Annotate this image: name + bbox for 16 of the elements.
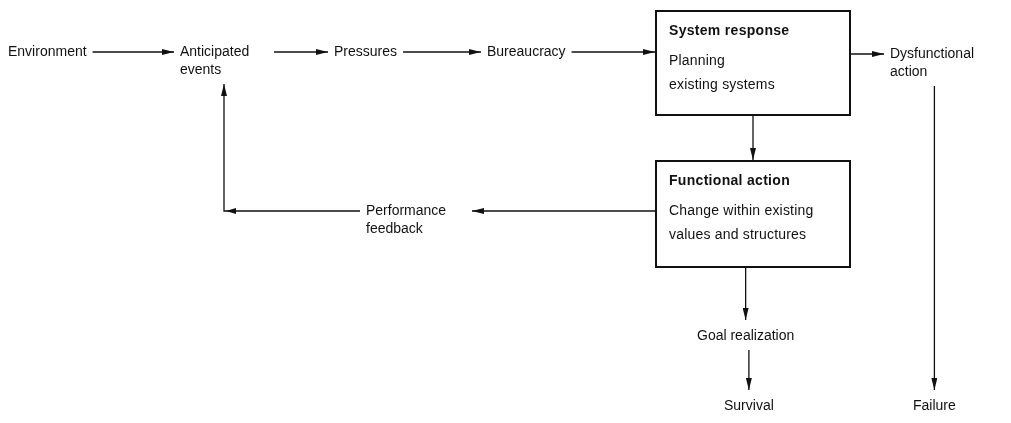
node-label: Anticipated events	[180, 42, 268, 78]
node-label: Dysfunctional action	[890, 44, 1008, 80]
node-label: Bureaucracy	[487, 42, 566, 60]
box-text: existing systems	[669, 75, 776, 94]
node-label: Pressures	[334, 42, 398, 60]
box-heading: System response	[669, 21, 791, 40]
node-label: Performance feedback	[366, 201, 466, 237]
node-label: Failure	[913, 396, 956, 414]
process-box	[655, 10, 851, 116]
box-text: Planning	[669, 51, 727, 70]
box-heading: Functional action	[669, 171, 791, 190]
process-box	[655, 160, 851, 268]
box-text: Change within existing values and structures	[669, 201, 815, 244]
node-label: Environment	[8, 42, 87, 60]
node-label: Survival	[724, 396, 774, 414]
node-label: Goal realization	[697, 326, 795, 344]
